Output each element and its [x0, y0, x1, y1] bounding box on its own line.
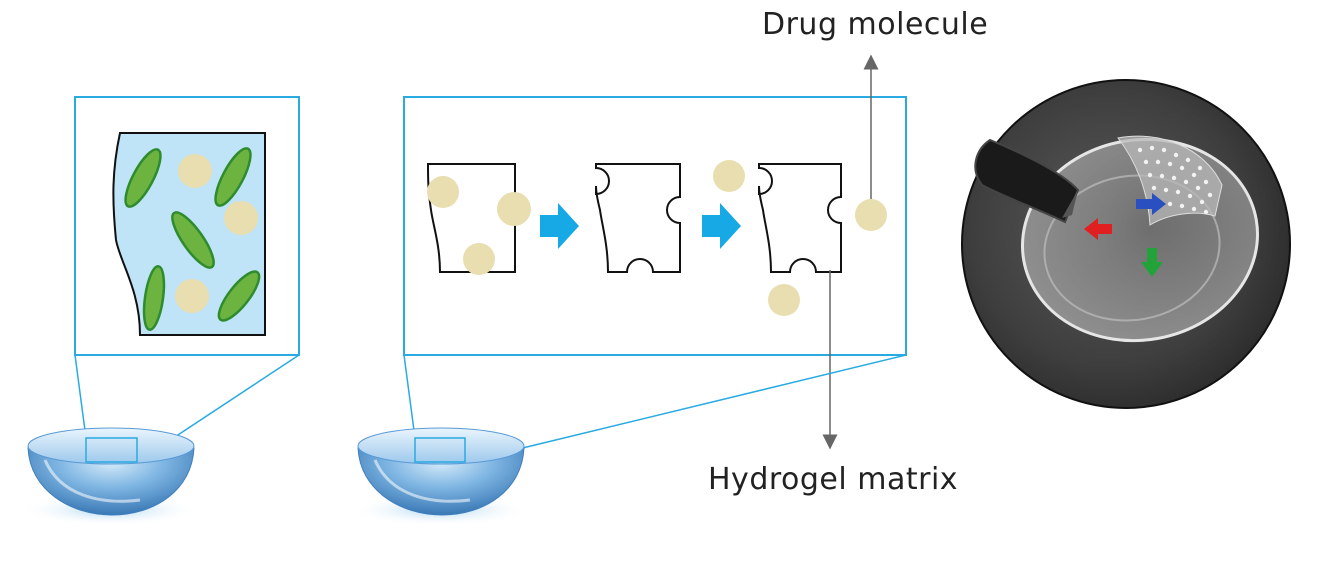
matrix-stage-released	[713, 160, 887, 316]
drug-molecule-label: Drug molecule	[762, 7, 989, 42]
drug-molecule	[855, 199, 887, 231]
drug-molecule	[427, 176, 459, 208]
hydrogel-matrix-label: Hydrogel matrix	[708, 462, 959, 497]
right-arrow-icon	[540, 203, 579, 249]
drug-molecule	[224, 201, 258, 235]
lens-zoom-region	[414, 437, 466, 463]
hydrogel-pocket-outline	[758, 163, 842, 273]
middle-zoom-panel	[403, 54, 907, 463]
polymer-chains	[124, 147, 261, 331]
right-arrow-icon	[702, 203, 741, 249]
patch-dots	[1137, 145, 1213, 215]
polymer-chain	[217, 270, 261, 322]
contact-lens-icon	[350, 427, 530, 526]
zoom-connector	[464, 354, 907, 463]
polymer-chain	[124, 148, 162, 208]
zoom-connector	[403, 354, 416, 439]
green-arrow-icon	[1141, 248, 1163, 277]
drug-molecules	[175, 154, 258, 313]
lens-highlight	[373, 459, 471, 503]
polymer-chain	[142, 265, 166, 331]
red-arrow-icon	[1084, 218, 1112, 240]
contact-lens-photo	[961, 79, 1291, 409]
drug-loaded-patch	[1117, 135, 1223, 226]
drug-molecule	[713, 160, 745, 192]
drug-molecule	[497, 192, 531, 226]
drug-molecule	[178, 154, 212, 188]
probe-tool	[974, 138, 1080, 224]
probe-tip	[1062, 190, 1078, 218]
polymer-chain	[171, 211, 215, 269]
lens-rim	[27, 427, 195, 465]
drug-molecule	[175, 279, 209, 313]
contact-lens-icon	[20, 427, 200, 526]
lens-rim	[357, 427, 525, 465]
polymer-chain	[214, 147, 252, 207]
matrix-stage-empty	[595, 163, 681, 273]
lens-zoom-region	[85, 437, 138, 463]
gel-lens-inner-ring	[1043, 174, 1221, 322]
zoom-connector	[74, 354, 87, 439]
matrix-stage-loaded	[426, 163, 531, 275]
hydrogel-pocket-outline	[595, 163, 681, 273]
left-zoom-panel	[74, 96, 300, 463]
drug-molecule	[768, 284, 800, 316]
drug-molecule	[463, 243, 495, 275]
lens-highlight	[43, 459, 141, 503]
blue-arrow-icon	[1136, 193, 1166, 215]
